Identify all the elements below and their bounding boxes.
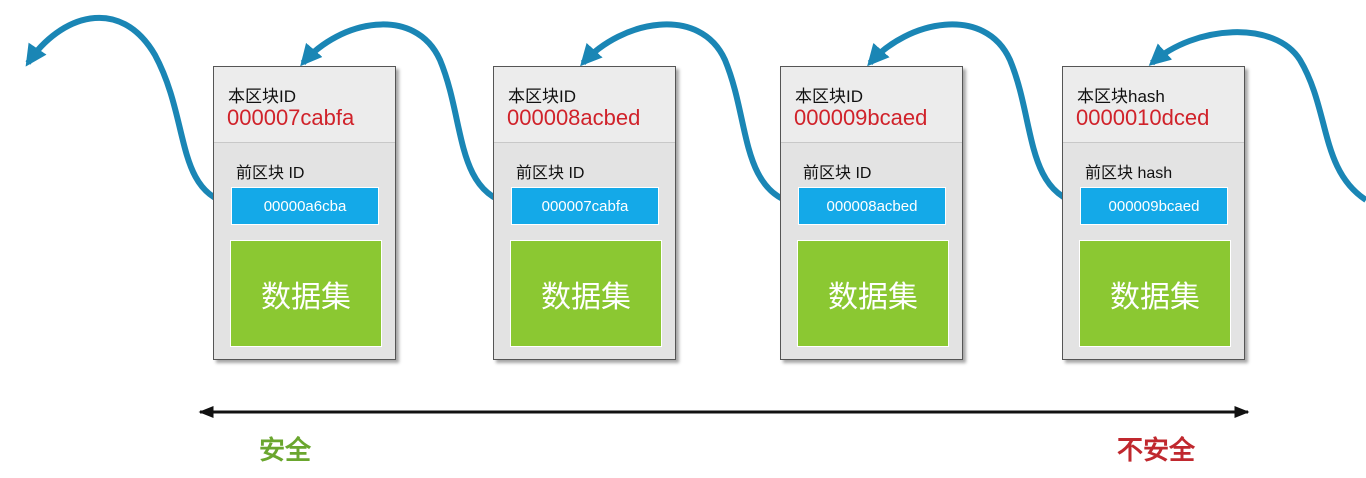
previous-id-label: 前区块 ID: [803, 165, 872, 182]
current-id-label: 本区块ID: [508, 87, 576, 106]
current-id-value: 000008acbed: [507, 105, 641, 130]
block-3: 本区块ID 000009bcaed 前区块 ID 000008acbed 数据集: [780, 66, 963, 360]
previous-id-value: 000008acbed: [798, 187, 946, 225]
link-arrow-3: [580, 21, 797, 207]
previous-hash-label: 前区块 hash: [1085, 165, 1173, 182]
current-id-value: 000009bcaed: [794, 105, 928, 130]
current-hash-value: 0000010dced: [1076, 105, 1210, 130]
block-header: [214, 67, 395, 143]
data-set-box: 数据集: [797, 240, 949, 347]
current-hash-label: 本区块hash: [1077, 87, 1165, 106]
block-2: 本区块ID 000008acbed 前区块 ID 000007cabfa 数据集: [493, 66, 676, 360]
link-arrow-5: [1148, 29, 1366, 203]
current-id-label: 本区块ID: [228, 87, 296, 106]
previous-id-value: 000007cabfa: [511, 187, 659, 225]
safe-label: 安全: [259, 435, 312, 465]
unsafe-label: 不安全: [1117, 435, 1196, 465]
link-arrow-1: [25, 14, 231, 207]
block-header: [1063, 67, 1244, 143]
previous-hash-value: 000009bcaed: [1080, 187, 1228, 225]
previous-id-value: 00000a6cba: [231, 187, 379, 225]
block-header: [494, 67, 675, 143]
data-set-box: 数据集: [510, 240, 662, 347]
link-arrow-4: [867, 21, 1081, 207]
data-set-box: 数据集: [230, 240, 382, 347]
current-id-value: 000007cabfa: [227, 105, 355, 130]
previous-id-label: 前区块 ID: [236, 165, 305, 182]
block-4: 本区块hash 0000010dced 前区块 hash 000009bcaed…: [1062, 66, 1245, 360]
previous-id-label: 前区块 ID: [516, 165, 585, 182]
block-1: 本区块ID 000007cabfa 前区块 ID 00000a6cba 数据集: [213, 66, 396, 360]
link-arrow-2: [300, 21, 511, 207]
data-set-box: 数据集: [1079, 240, 1231, 347]
current-id-label: 本区块ID: [795, 87, 863, 106]
block-header: [781, 67, 962, 143]
